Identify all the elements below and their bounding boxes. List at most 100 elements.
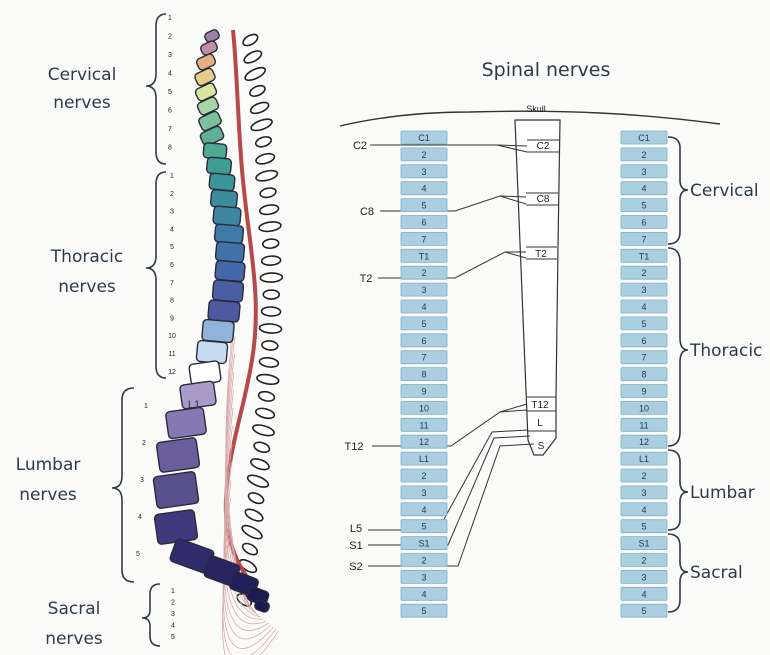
middle-vertebra-label: 7: [421, 353, 426, 363]
middle-vertebra-label: 9: [421, 387, 426, 397]
vertebral-body: [208, 300, 241, 323]
middle-vertebra-label: 4: [421, 302, 426, 312]
middle-vertebra-label: 3: [421, 488, 426, 498]
spinous-process: [250, 117, 274, 133]
right-vertebra-label: 5: [641, 319, 646, 329]
vertebral-body: [210, 189, 237, 208]
left-nerve-number: 4: [171, 623, 175, 630]
left-nerve-number: 11: [168, 351, 175, 358]
left-nerve-number: 3: [171, 611, 175, 618]
middle-vertebra-label: 5: [421, 606, 426, 616]
left-group-label-line2: nerves: [58, 277, 116, 297]
middle-vertebra-label: 12: [419, 437, 429, 447]
region-label: Lumbar: [690, 483, 755, 503]
left-nerve-number: 1: [168, 15, 172, 22]
spinous-process: [258, 390, 276, 402]
right-vertebra-label: 4: [641, 302, 646, 312]
middle-vertebra-label: 3: [421, 572, 426, 582]
spinous-process: [244, 507, 265, 523]
spinous-process: [240, 523, 264, 541]
left-group-labels: CervicalnervesThoracicnervesLumbarnerves…: [16, 65, 124, 649]
right-vertebra-label: C1: [638, 133, 650, 143]
left-nerve-number: 1: [144, 403, 148, 410]
left-nerve-number: 3: [140, 477, 144, 484]
spinous-process: [241, 541, 259, 557]
left-group-label-line1: Sacral: [48, 599, 101, 619]
region-label: Cervical: [690, 181, 759, 201]
right-vertebra-label: T1: [639, 251, 650, 261]
middle-vertebra-label: C1: [418, 133, 430, 143]
nerve-root-s1: [368, 436, 530, 545]
spinous-process: [255, 135, 273, 149]
middle-vertebra-label: 4: [421, 505, 426, 515]
vertebral-column-right: C1234567T123456789101112L12345S12345: [621, 131, 667, 617]
region-labels: CervicalThoracicLumbarSacral: [689, 181, 762, 583]
middle-vertebra-label: 6: [421, 336, 426, 346]
nerve-label: T12: [345, 441, 364, 453]
right-vertebra-label: 2: [641, 268, 646, 278]
spinous-process: [256, 373, 279, 386]
vertebral-body: [212, 280, 244, 303]
left-nerve-number: 8: [168, 145, 172, 152]
middle-vertebra-label: 10: [419, 403, 429, 413]
right-vertebra-label: 4: [641, 589, 646, 599]
region-label: Sacral: [690, 563, 743, 583]
spinous-process: [253, 441, 271, 455]
left-nerve-number: 2: [168, 34, 172, 41]
spinous-process: [249, 100, 270, 115]
left-nerve-number: 3: [168, 52, 172, 59]
right-vertebra-label: 5: [641, 606, 646, 616]
brace-thoracic: [668, 248, 688, 446]
vertebral-body: [156, 437, 200, 472]
left-brace-cervical: [146, 14, 166, 164]
right-vertebra-label: 5: [641, 201, 646, 211]
middle-vertebra-label: 5: [421, 319, 426, 329]
vertebral-body: [213, 206, 241, 226]
spinous-process: [259, 204, 279, 216]
right-vertebra-label: 2: [641, 150, 646, 160]
middle-vertebra-label: 6: [421, 218, 426, 228]
left-nerve-number: 10: [168, 333, 176, 340]
right-vertebra-label: 2: [641, 556, 646, 566]
vertebral-body: [165, 407, 206, 439]
nerve-roots: [368, 145, 534, 566]
middle-vertebra-label: 5: [421, 522, 426, 532]
nerve-root-s2: [368, 444, 534, 566]
spinous-process: [261, 307, 280, 317]
left-nerve-number: 8: [170, 298, 174, 305]
left-nerve-number: 1: [171, 588, 175, 595]
spinous-process: [255, 152, 276, 166]
brace-lumbar: [668, 450, 688, 530]
left-nerve-number: 5: [170, 244, 174, 251]
left-group-label-line1: Lumbar: [16, 455, 81, 475]
nerve-labels: C2C8T2T12L5S1S2: [345, 140, 375, 573]
region-label: Thoracic: [689, 341, 762, 361]
spinous-process: [255, 407, 276, 420]
left-nerve-number: 4: [170, 226, 174, 233]
brace-sacral: [668, 534, 688, 612]
spinous-process: [263, 290, 279, 299]
left-nerve-number: 1: [170, 173, 174, 180]
left-nerve-number: 2: [142, 440, 146, 447]
middle-vertebra-label: 5: [421, 201, 426, 211]
spinous-processes: [234, 32, 282, 608]
spinous-process: [260, 273, 282, 283]
right-vertebra-label: 5: [641, 522, 646, 532]
middle-vertebra-label: 2: [421, 471, 426, 481]
spinous-process: [242, 49, 263, 66]
right-vertebra-label: 4: [641, 184, 646, 194]
left-nerve-number: 9: [170, 315, 174, 322]
spinous-process: [255, 169, 279, 183]
nerve-root-c2: [370, 145, 527, 146]
spinous-process: [243, 65, 267, 83]
vertebral-body: [153, 471, 199, 509]
right-vertebra-label: 3: [641, 167, 646, 177]
left-nerve-number: 5: [171, 634, 175, 641]
nerve-root-t12: [372, 404, 527, 446]
left-nerve-number: 5: [136, 551, 140, 558]
region-braces: [668, 137, 688, 612]
vertebral-body: [254, 599, 271, 613]
spinous-process: [247, 491, 265, 506]
vertebral-body: [202, 319, 235, 343]
